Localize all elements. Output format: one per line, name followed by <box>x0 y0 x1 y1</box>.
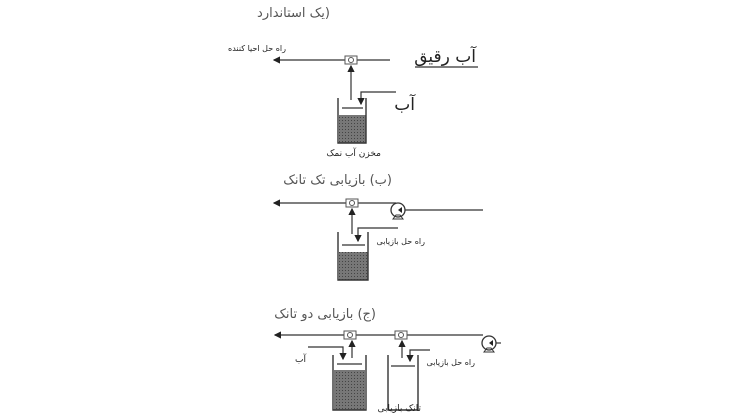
water-inlet-pipe <box>357 91 396 106</box>
valve-icon <box>343 330 357 340</box>
recovery-tank-label: تانک بازیابی <box>377 404 421 414</box>
panel-a-standard: (یک استاندارد راه حل احیا کننده آب رقیق … <box>228 6 478 159</box>
brine-fill <box>339 252 368 280</box>
panel-a-title: (یک استاندارد <box>257 6 330 21</box>
brine-fill <box>339 115 366 143</box>
recovery-solution-label: راه حل بازیابی <box>377 237 426 246</box>
panel-b-title: (ب) بازیابی تک تانک <box>283 173 392 188</box>
panel-c-title: (ج) بازیابی دو تانک <box>274 307 376 322</box>
brine-tank <box>332 355 367 411</box>
water-label: آب <box>295 353 306 365</box>
regenerant-outlet-label: راه حل احیا کننده <box>228 44 286 53</box>
recovery-inlet-pipe <box>406 349 430 363</box>
dilute-water-label: آب رقیق <box>414 45 477 67</box>
recovery-tank <box>387 355 419 411</box>
recovery-inlet-pipe <box>354 227 398 243</box>
pump-icon <box>390 202 406 220</box>
panel-c-two-tank: (ج) بازیابی دو تانک آب راه حل بازیابی تا… <box>273 307 501 414</box>
valve-icon <box>345 198 359 208</box>
water-label: آب <box>394 93 416 115</box>
recovery-solution-label: راه حل بازیابی <box>427 358 476 367</box>
brine-fill <box>334 370 365 410</box>
brine-tank <box>337 98 367 144</box>
panel-b-single-tank: (ب) بازیابی تک تانک راه حل بازیابی <box>272 173 483 281</box>
pump-icon <box>481 335 497 353</box>
valve-icon <box>394 330 408 340</box>
brine-tank <box>337 232 369 281</box>
brine-tank-label: مخزن آب نمک <box>326 147 381 159</box>
water-inlet-pipe <box>308 346 347 361</box>
valve-icon <box>344 55 358 65</box>
